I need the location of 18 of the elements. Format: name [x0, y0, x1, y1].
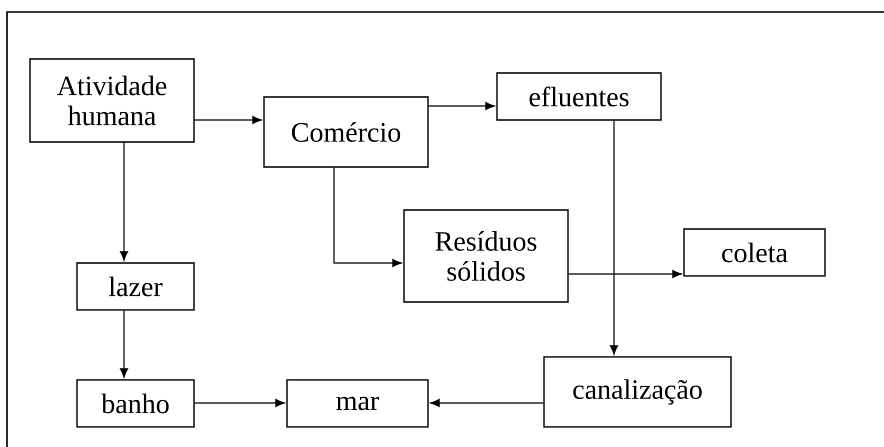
arrow	[333, 168, 402, 267]
process-box: Resíduos sólidos	[403, 209, 569, 303]
arrow	[428, 102, 495, 110]
arrow	[430, 398, 544, 407]
process-box: Atividade humana	[29, 58, 195, 143]
process-box: Comércio	[263, 96, 429, 168]
process-box: banho	[76, 379, 195, 428]
process-box: coleta	[683, 228, 826, 277]
process-box: lazer	[76, 262, 195, 311]
arrow	[194, 116, 262, 124]
arrow	[610, 120, 618, 355]
arrow	[120, 142, 128, 261]
arrow	[194, 398, 285, 407]
process-box: efluentes	[496, 72, 662, 121]
process-box: mar	[286, 379, 429, 428]
process-box: canalização	[543, 356, 732, 428]
arrow	[568, 270, 682, 278]
arrow	[120, 310, 128, 378]
